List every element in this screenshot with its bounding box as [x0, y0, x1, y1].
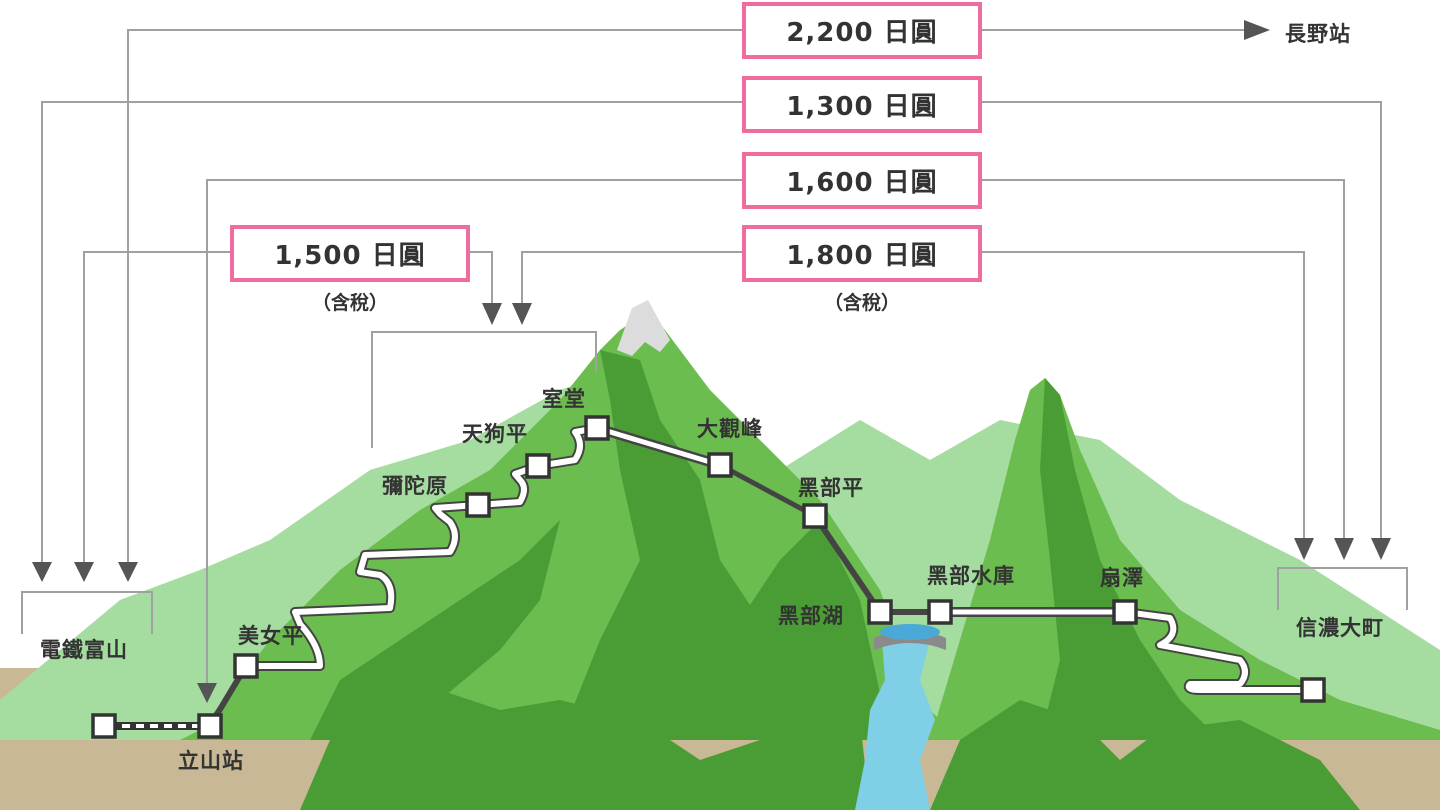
fare-amount-1800: 1,800 日圓 [786, 241, 938, 271]
station-label-bijodaira: 美女平 [238, 624, 304, 648]
ropeway [718, 462, 817, 519]
station-label-midagahara: 彌陀原 [382, 474, 448, 498]
station-label-kurobedaira: 黑部平 [798, 476, 864, 500]
station-label-kurobe-dam: 黑部水庫 [927, 564, 1015, 588]
marker-kurobe-dam [927, 599, 953, 625]
kurobe-river [855, 640, 935, 810]
fare-box-1500: 1,500 日圓 [230, 225, 470, 282]
marker-daikanbo [707, 452, 733, 478]
tax-note-1800: （含稅） [823, 292, 900, 314]
fare-amount-1300: 1,300 日圓 [786, 92, 938, 122]
marker-dentetsu-toyama [91, 713, 117, 739]
tateyama-shadow [560, 350, 850, 740]
foreground-hills [300, 690, 870, 810]
station-label-kurobeko: 黑部湖 [778, 604, 844, 628]
kurobe-cable [812, 514, 883, 614]
snow-peak [617, 300, 670, 356]
station-label-tateyama: 立山站 [178, 749, 244, 773]
fare-amount-2200: 2,200 日圓 [786, 18, 938, 48]
fare-box-2200: 2,200 日圓 [742, 2, 982, 59]
destination-nagano: 長野站 [1285, 22, 1351, 46]
station-label-ogizawa: 扇澤 [1100, 566, 1144, 590]
station-label-shinano-omachi: 信濃大町 [1296, 616, 1384, 640]
marker-ogizawa [1112, 599, 1138, 625]
dam-lake [880, 624, 940, 640]
middle-hill [700, 520, 890, 740]
station-markers [91, 415, 1326, 739]
station-label-dentetsu-toyama: 電鐵富山 [40, 638, 128, 662]
marker-kurobedaira [802, 503, 828, 529]
foreground-hills-right [930, 700, 1360, 810]
fare-box-1800: 1,800 日圓 [742, 225, 982, 282]
station-label-tengudaira: 天狗平 [462, 422, 528, 446]
fare-amount-1600: 1,600 日圓 [786, 168, 938, 198]
arrowheads [32, 20, 1391, 703]
marker-bijodaira [233, 653, 259, 679]
fare-box-1600: 1,600 日圓 [742, 152, 982, 209]
fare-leader-lines [21, 29, 1408, 690]
fare-amount-1500: 1,500 日圓 [274, 241, 426, 271]
station-label-murodo: 室堂 [542, 387, 586, 411]
marker-midagahara [465, 492, 491, 518]
marker-murodo [584, 415, 610, 441]
marker-tengudaira [525, 453, 551, 479]
marker-shinano-omachi [1300, 677, 1326, 703]
tax-note-1500: （含稅） [311, 292, 388, 314]
marker-kurobeko [867, 599, 893, 625]
tateyama-ridge [310, 520, 560, 740]
marker-tateyama [197, 713, 223, 739]
fare-box-1300: 1,300 日圓 [742, 76, 982, 133]
harinoki-shadow [1040, 378, 1220, 740]
station-label-daikanbo: 大觀峰 [697, 417, 763, 441]
